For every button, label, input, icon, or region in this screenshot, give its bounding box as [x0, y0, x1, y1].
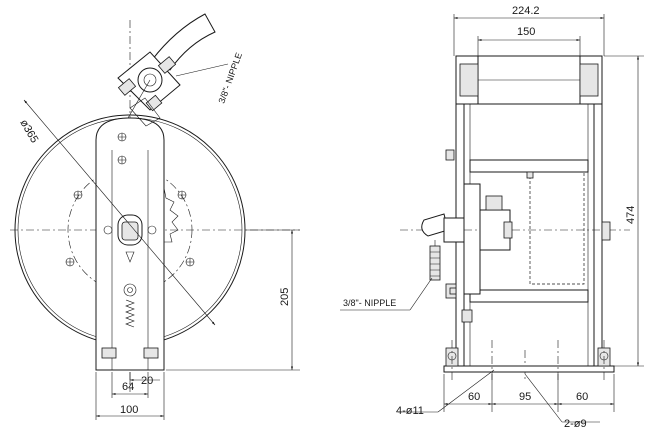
front-nipple-label: 3/8"- NIPPLE — [216, 51, 244, 104]
diameter-dimension-line — [23, 99, 216, 326]
side-fasteners — [445, 149, 611, 323]
diameter-label: ø365 — [17, 118, 40, 146]
side-nipple-label: 3/8"- NIPPLE — [343, 298, 396, 308]
side-overall-width-label: 224.2 — [512, 5, 540, 17]
elbow-fitting — [421, 213, 449, 237]
spool-tie-rod-top — [469, 159, 589, 173]
pin-holes-label: 2-ø9 — [564, 418, 587, 430]
side-inner-width-label: 150 — [517, 26, 535, 38]
front-view: ø365 3/8"- NIPPLE 205 64 20 100 — [10, 13, 300, 420]
front-height-label: 205 — [279, 288, 291, 306]
front-inner-width-label: 64 — [122, 381, 134, 393]
side-height-label: 474 — [625, 206, 637, 224]
drum-flange-left — [463, 183, 481, 295]
drum-hidden-body — [529, 171, 585, 285]
front-outer-width-label: 100 — [120, 404, 138, 416]
base-right-label: 60 — [576, 391, 588, 403]
base-plate — [443, 365, 615, 373]
front-offset-label: 20 — [141, 375, 153, 387]
mount-holes-label: 4-ø11 — [396, 405, 424, 417]
base-mid-label: 95 — [519, 391, 531, 403]
side-nipple — [429, 245, 441, 281]
hose — [151, 13, 216, 71]
spool-tie-rod-bottom — [469, 289, 589, 303]
right-side-plate — [593, 103, 603, 367]
base-left-label: 60 — [468, 391, 480, 403]
side-view: 224.2 150 — [340, 5, 644, 430]
